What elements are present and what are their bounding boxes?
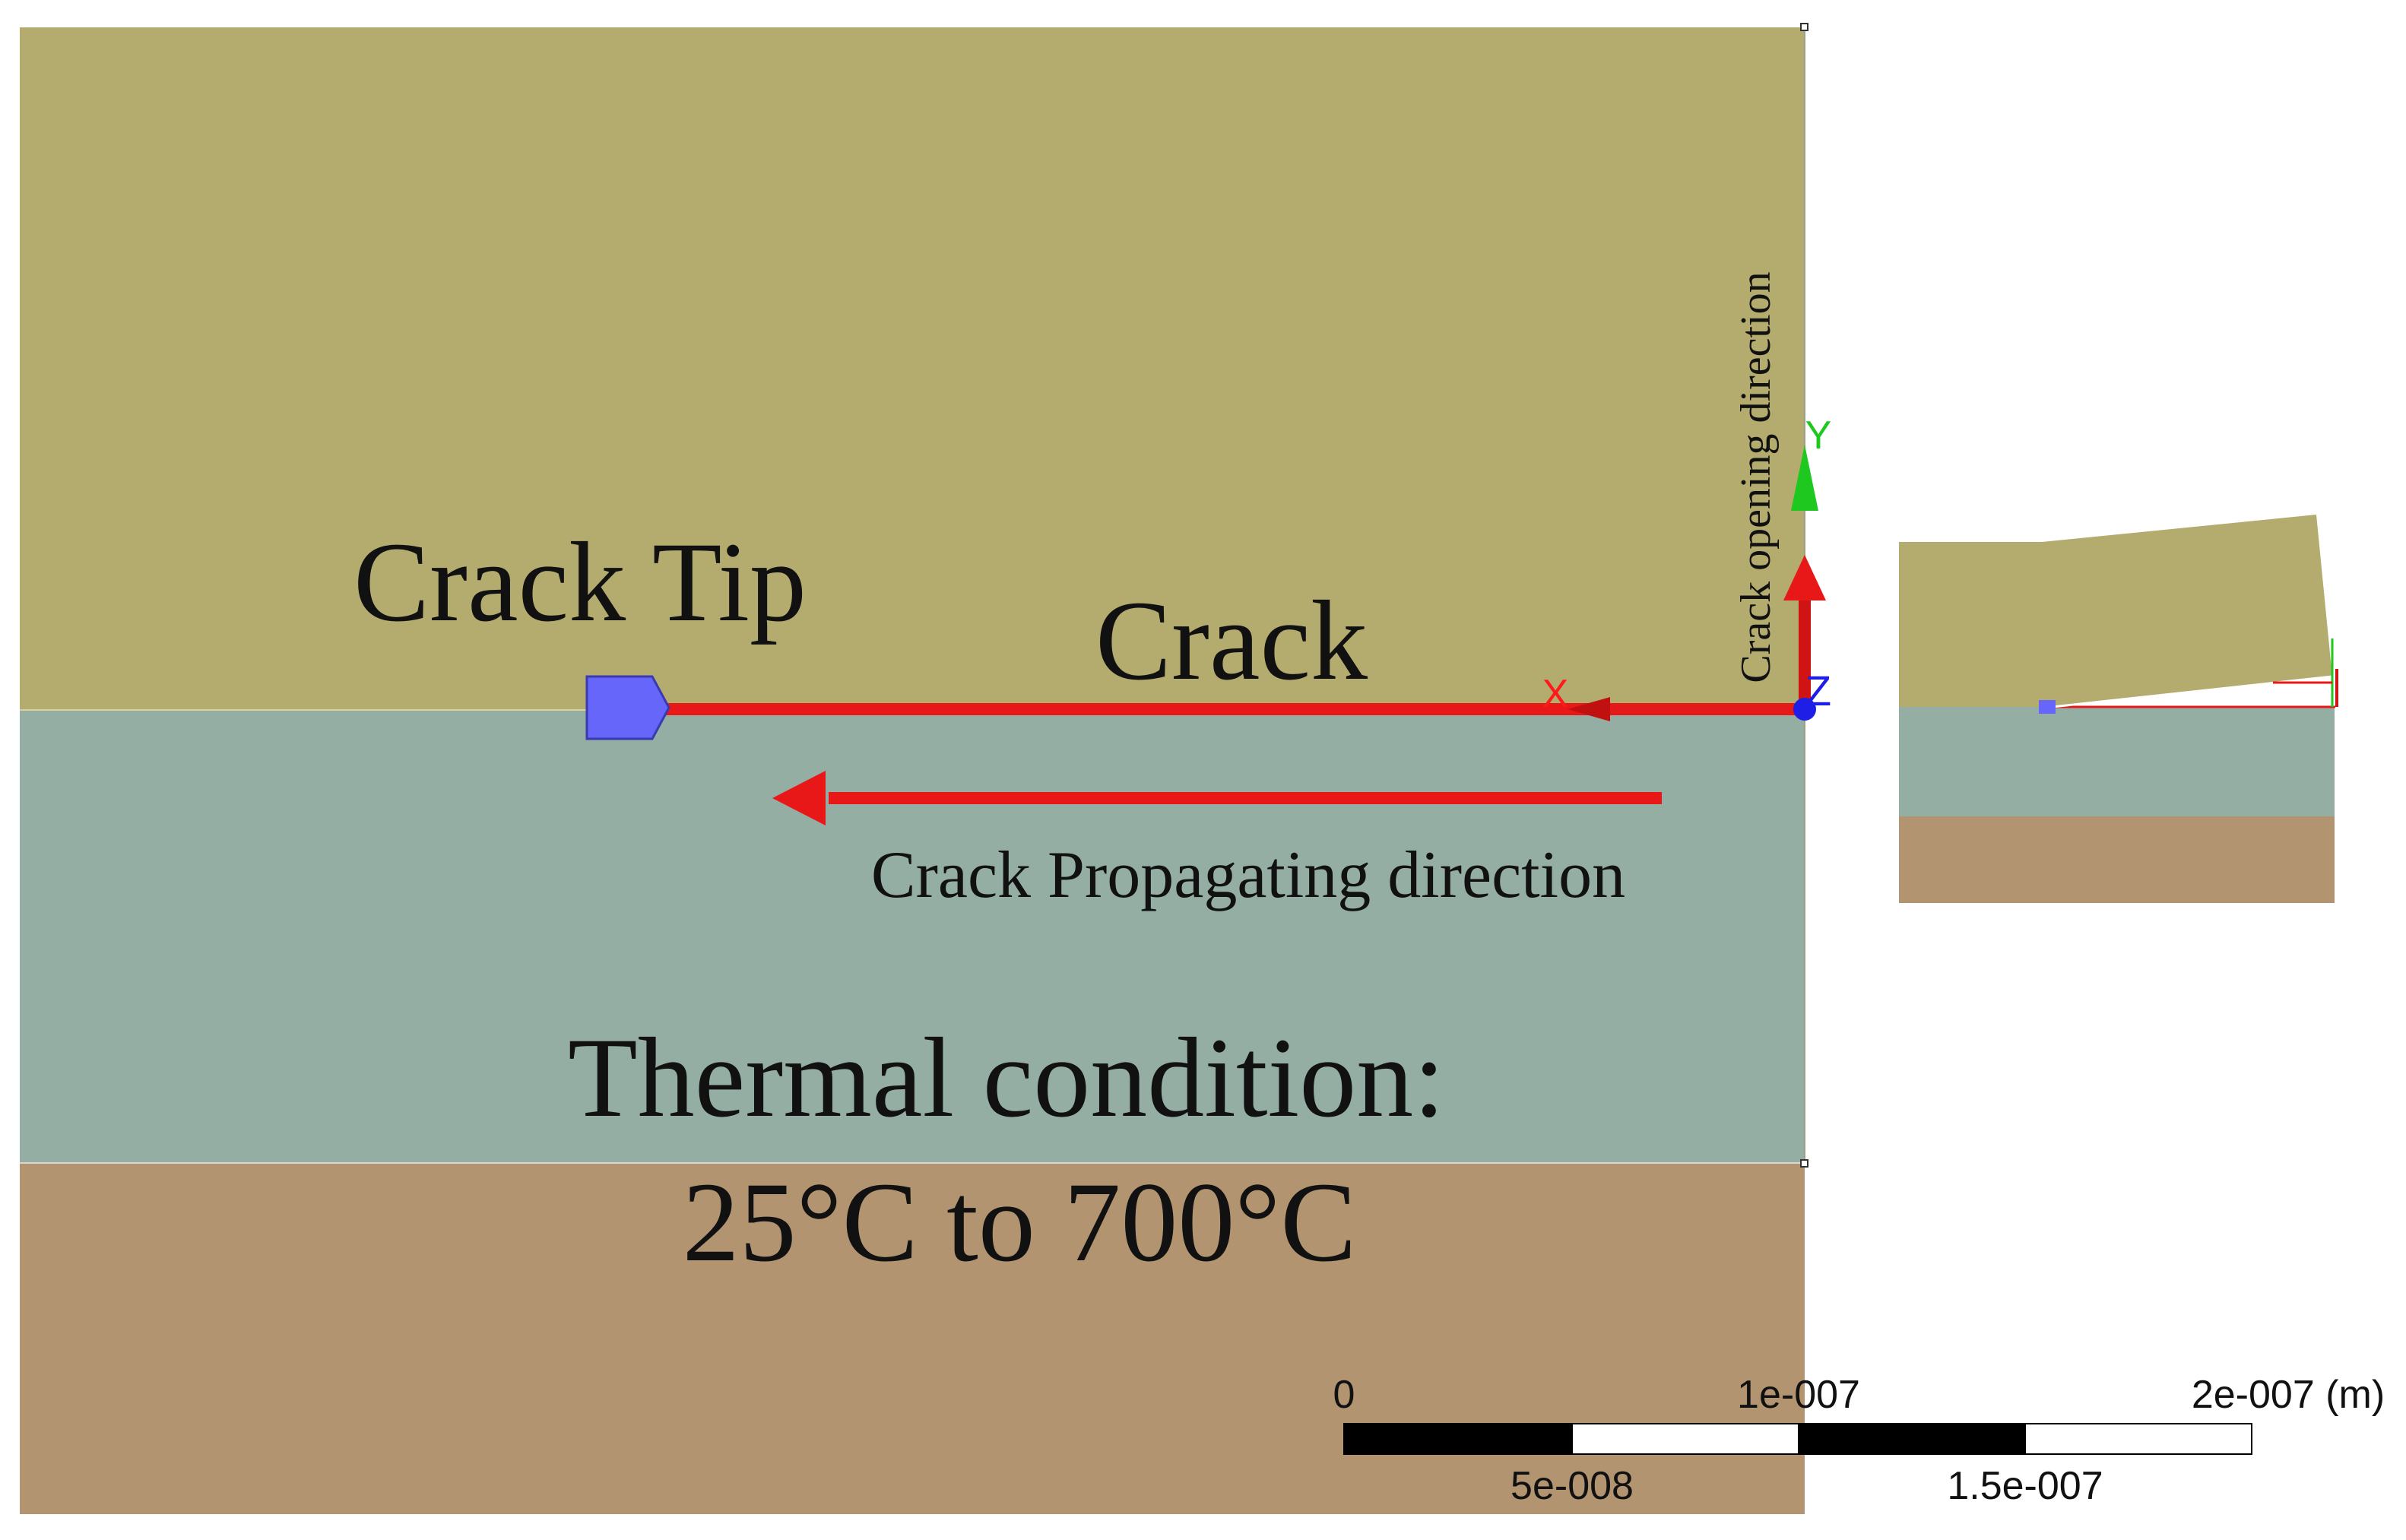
corner-handle-bottom: [1800, 1159, 1808, 1168]
scale-label-2e-007: 2e-007 (m): [2192, 1373, 2385, 1417]
inset-crack-tip-marker: [2039, 700, 2056, 714]
bottom-layer: [20, 1163, 1805, 1514]
scale-bar-outline: [1343, 1423, 2252, 1455]
scale-bar: 0 1e-007 2e-007 (m) 5e-008 1.5e-007: [1333, 1373, 2385, 1508]
inset-top-layer: [1899, 515, 2332, 707]
propagation-arrow-head-icon: [772, 771, 826, 825]
crack-tip-label: Crack Tip: [353, 519, 807, 645]
opening-arrow-head-icon: [1783, 555, 1826, 600]
crack-label: Crack: [1095, 578, 1368, 704]
scale-label-1e-007: 1e-007: [1737, 1373, 1860, 1417]
thermal-condition-label: Thermal condition:: [568, 1015, 1445, 1141]
scale-label-0: 0: [1333, 1373, 1355, 1417]
propagating-direction-label: Crack Propagating direction: [871, 838, 1625, 912]
axis-y-label: Y: [1805, 414, 1832, 458]
annotations: Crack Tip Crack Crack Propagating direct…: [353, 271, 1780, 1285]
deformed-inset-view: [1899, 515, 2338, 903]
temperature-range-label: 25°C to 700°C: [683, 1159, 1357, 1285]
top-layer: [20, 27, 1805, 710]
coordinate-axes: X Y Z: [1542, 414, 1832, 721]
scale-bar-segment: [1799, 1424, 2025, 1454]
scale-bar-segment: [2024, 1423, 2252, 1455]
corner-handle-top: [1800, 23, 1808, 31]
scale-label-5e-008: 5e-008: [1510, 1464, 1634, 1508]
scale-bar-segment: [1571, 1423, 1799, 1455]
middle-layer: [20, 710, 1805, 1163]
axis-origin-dot: [1793, 698, 1816, 721]
scale-label-1.5e-007: 1.5e-007: [1947, 1464, 2103, 1508]
scale-bar-segment: [1344, 1424, 1572, 1454]
opening-direction-label: Crack opening direction: [1732, 271, 1780, 683]
inset-bottom-layer: [1899, 816, 2335, 903]
axis-x-arrowhead-icon: [1568, 697, 1610, 721]
axis-x-label: X: [1542, 672, 1569, 716]
propagation-arrow: [772, 771, 1662, 825]
crack-tip-marker: [585, 675, 670, 740]
axis-y-arrowhead-icon: [1791, 445, 1818, 511]
axis-z-label: Z: [1805, 667, 1831, 715]
main-model: [20, 23, 1808, 1514]
inset-middle-layer: [1899, 707, 2335, 816]
